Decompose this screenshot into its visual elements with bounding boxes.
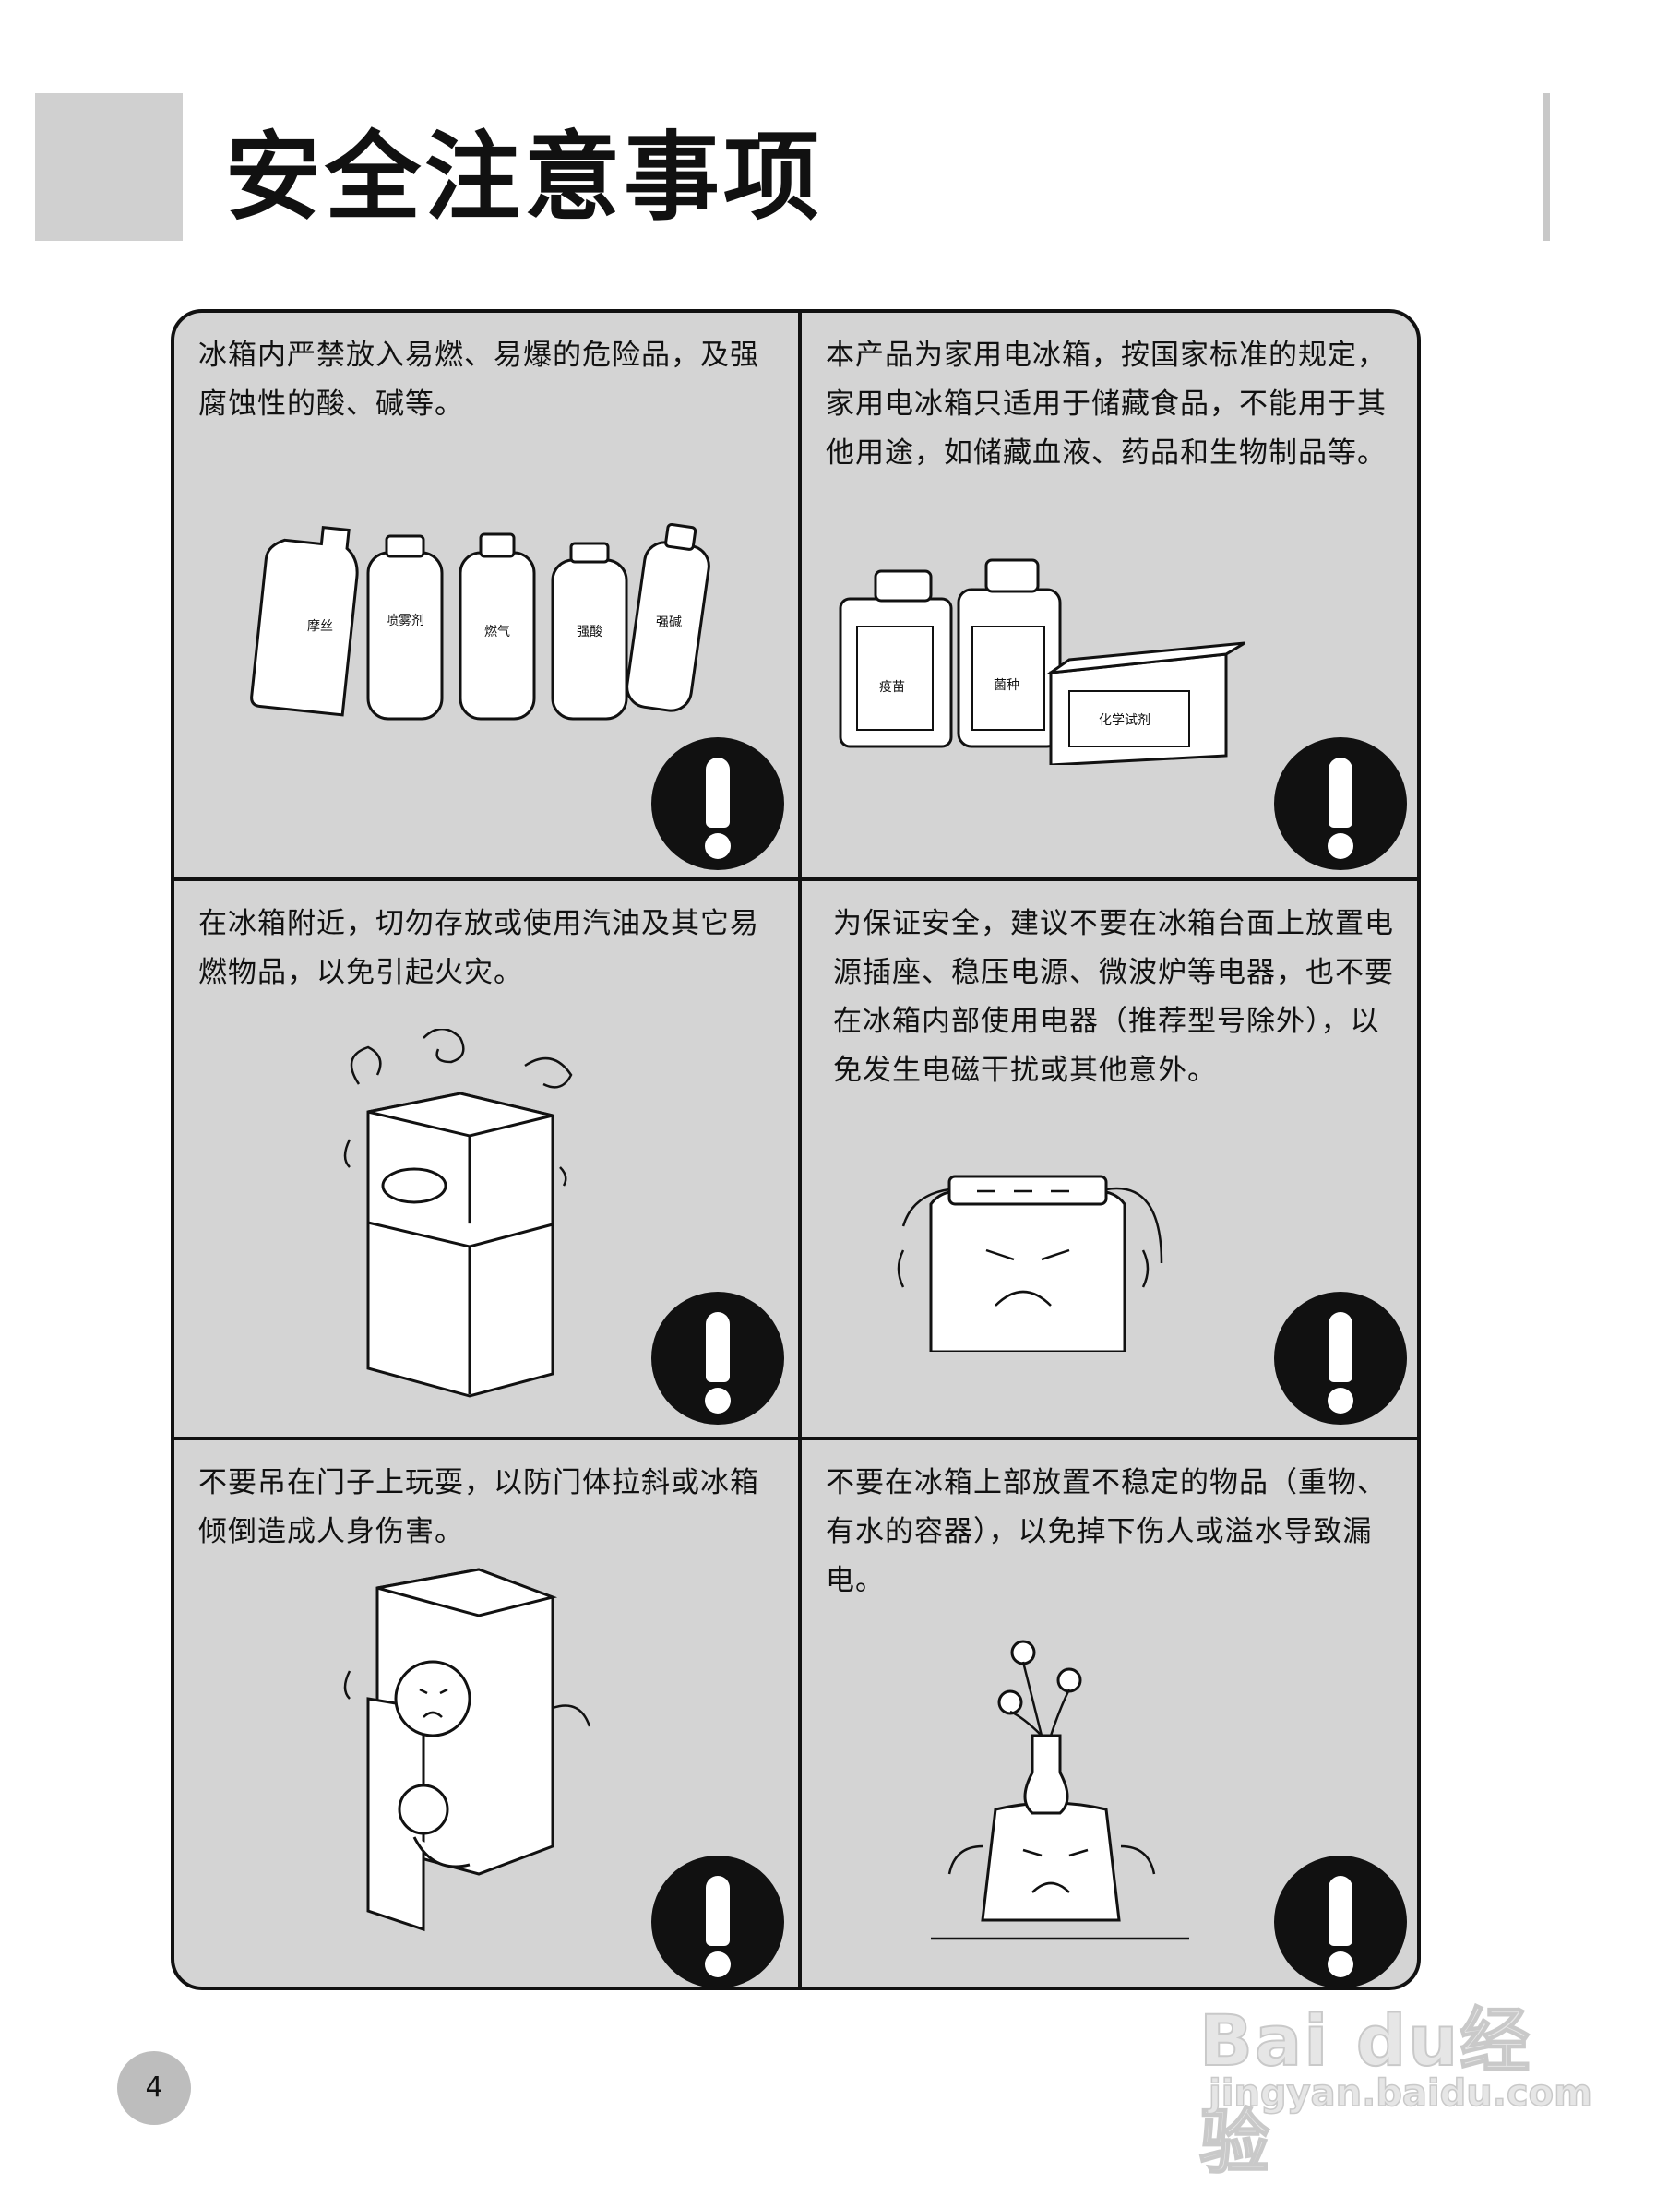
watermark-brand: Bai du经验	[1198, 1999, 1532, 2184]
note-text: 为保证安全，建议不要在冰箱台面上放置电源插座、稳压电源、微波炉等电器，也不要在冰…	[833, 907, 1394, 1087]
column-divider	[798, 313, 802, 1987]
warning-exclamation-icon	[1274, 1292, 1407, 1425]
watermark-url: jingyan.baidu.com	[1208, 2071, 1592, 2116]
row-divider-2	[174, 1437, 1417, 1440]
bottle-label-2: 喷雾剂	[386, 614, 424, 628]
bottle-label-5: 强碱	[656, 615, 682, 630]
hazardous-bottles-illustration: 摩丝 喷雾剂 燃气 强酸 强碱	[250, 523, 710, 721]
warning-exclamation-icon	[1274, 1856, 1407, 1987]
note-text: 冰箱内严禁放入易燃、易爆的危险品，及强腐蚀性的酸、碱等。	[198, 339, 759, 421]
page-title: 安全注意事项	[225, 121, 824, 233]
frightened-fridge-illustration	[343, 1029, 573, 1398]
safety-notes-panel: 冰箱内严禁放入易燃、易爆的危险品，及强腐蚀性的酸、碱等。 摩丝 喷雾剂 燃	[171, 309, 1421, 1990]
fridge-with-power-strip-illustration	[897, 1175, 1163, 1352]
note-cell-door-hanging: 不要吊在门子上玩耍，以防门体拉斜或冰箱倾倒造成人身伤害。	[174, 1440, 798, 1987]
vase-on-fridge-illustration	[931, 1640, 1189, 1940]
note-cell-flammables: 冰箱内严禁放入易燃、易爆的危险品，及强腐蚀性的酸、碱等。 摩丝 喷雾剂 燃	[174, 313, 798, 877]
item-label-2: 菌种	[994, 678, 1019, 693]
warning-exclamation-icon	[651, 1292, 784, 1425]
child-on-fridge-door-illustration	[343, 1568, 590, 1932]
note-cell-fire: 在冰箱附近，切勿存放或使用汽油及其它易燃物品，以免引起火灾。	[174, 881, 798, 1437]
note-cell-electrical: 为保证安全，建议不要在冰箱台面上放置电源插座、稳压电源、微波炉等电器，也不要在冰…	[802, 881, 1417, 1437]
warning-exclamation-icon	[1274, 737, 1407, 870]
medical-supplies-illustration: 疫苗 菌种 化学试剂	[839, 558, 1245, 765]
row-divider-1	[174, 877, 1417, 881]
note-cell-food-only: 本产品为家用电冰箱，按国家标准的规定，家用电冰箱只适用于储藏食品，不能用于其他用…	[802, 313, 1417, 877]
warning-exclamation-icon	[651, 1856, 784, 1987]
bottle-label-4: 强酸	[577, 625, 602, 639]
warning-exclamation-icon	[651, 737, 784, 870]
note-cell-unstable-items: 不要在冰箱上部放置不稳定的物品（重物、有水的容器），以免掉下伤人或溢水导致漏电。	[802, 1440, 1417, 1987]
note-text: 不要吊在门子上玩耍，以防门体拉斜或冰箱倾倒造成人身伤害。	[198, 1466, 759, 1548]
item-label-1: 疫苗	[879, 680, 905, 695]
item-label-3: 化学试剂	[1099, 713, 1150, 728]
bottle-label-3: 燃气	[484, 624, 510, 639]
note-text: 在冰箱附近，切勿存放或使用汽油及其它易燃物品，以免引起火灾。	[198, 907, 759, 989]
note-text: 不要在冰箱上部放置不稳定的物品（重物、有水的容器），以免掉下伤人或溢水导致漏电。	[826, 1466, 1387, 1597]
page-number: 4	[117, 2051, 191, 2125]
header-gray-block	[35, 93, 183, 241]
note-text: 本产品为家用电冰箱，按国家标准的规定，家用电冰箱只适用于储藏食品，不能用于其他用…	[826, 339, 1387, 470]
header-right-rule	[1543, 93, 1550, 241]
bottle-label-1: 摩丝	[307, 618, 333, 634]
baidu-watermark: Bai du经验 jingyan.baidu.com	[1198, 1984, 1593, 2184]
